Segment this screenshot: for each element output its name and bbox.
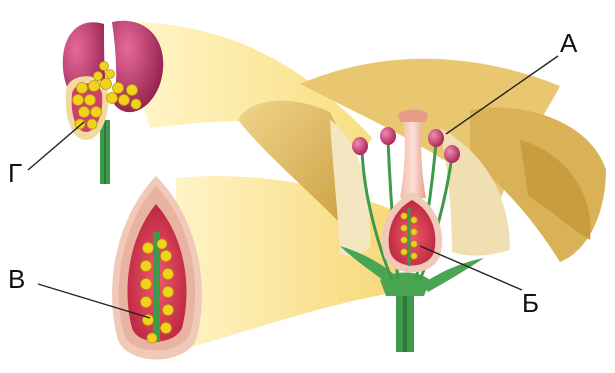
label-v: В <box>8 266 25 292</box>
pistil-stigma <box>398 110 428 123</box>
ovary-detail-placenta <box>153 232 160 342</box>
leader-line-g <box>28 122 84 170</box>
label-g: Г <box>8 160 22 186</box>
label-b: Б <box>522 290 539 316</box>
anther-detail-filament-core <box>104 120 106 184</box>
anther-3 <box>428 129 444 147</box>
label-a: А <box>560 30 577 56</box>
anther-2 <box>380 127 396 145</box>
anther-1 <box>352 137 368 155</box>
anther-4 <box>444 145 460 163</box>
